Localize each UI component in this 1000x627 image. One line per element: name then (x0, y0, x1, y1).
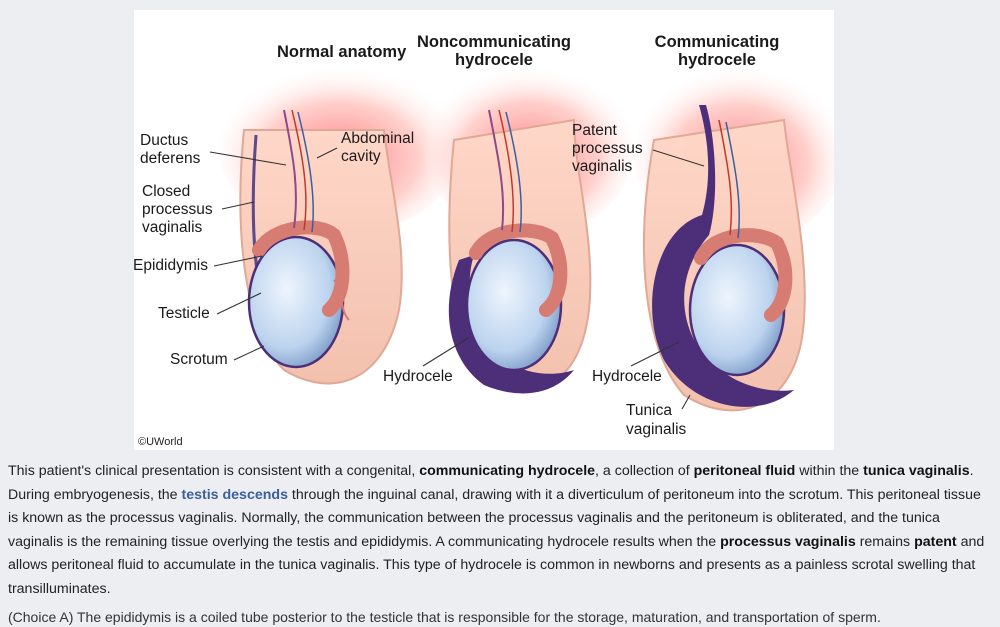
explanation-seg-8: through the inguinal canal, drawing with… (8, 486, 981, 550)
panel-noncommunicating-hydrocele (424, 65, 634, 394)
leader-ductus (209, 151, 287, 166)
label-closed-line3: vaginalis (142, 219, 203, 236)
leader-testicle (216, 292, 262, 315)
title-communicating-line2: hydrocele (678, 51, 756, 69)
label-abdominal-line1: Abdominal (341, 130, 414, 147)
title-communicating-line1: Communicating (655, 33, 780, 51)
explanation-seg-4: within the (795, 463, 864, 479)
explanation-seg-12: and allows peritoneal fluid to accumulat… (8, 533, 985, 597)
panel-normal-anatomy (219, 65, 459, 385)
explanation-seg-6: . During embryogenesis, the (8, 463, 974, 503)
leader-tunica (681, 394, 691, 410)
hydrocele-fluid-noncommunicating (448, 255, 574, 394)
leader-hydrocele-noncommunicating (422, 337, 469, 367)
term-processus-vaginalis: processus vaginalis (720, 533, 856, 550)
explanation-paragraph: This patient's clinical presentation is … (8, 460, 990, 602)
hydrocele-fluid-communicating (652, 105, 794, 407)
explanation-text: This patient's clinical presentation is … (8, 460, 990, 602)
title-normal-anatomy: Normal anatomy (277, 43, 407, 61)
label-closed-line1: Closed (142, 183, 190, 200)
testis-descends-link[interactable]: testis descends (181, 486, 288, 503)
label-patent-line3: vaginalis (572, 158, 633, 175)
term-peritoneal-fluid: peritoneal fluid (693, 463, 796, 479)
explanation-seg-10: remains (855, 533, 915, 550)
label-hydrocele-noncommunicating: Hydrocele (383, 368, 453, 385)
label-tunica-line2: vaginalis (626, 421, 687, 438)
leader-epididymis (213, 255, 263, 267)
leader-patent (652, 149, 705, 167)
explanation-seg-0: This patient's clinical presentation is … (8, 463, 420, 479)
panel-communicating-hydrocele (634, 65, 834, 412)
label-ductus-line2: deferens (140, 150, 201, 167)
copyright-notice: ©UWorld (138, 436, 183, 448)
label-abdominal-line2: cavity (341, 148, 381, 165)
title-noncommunicating-line2: hydrocele (455, 51, 533, 69)
explanation-seg-2: , a collection of (595, 463, 694, 479)
label-patent-line2: processus (572, 140, 643, 157)
anatomy-illustration: Normal anatomy Noncommunicating hydrocel… (134, 33, 834, 438)
term-patent: patent (914, 533, 957, 550)
label-closed-line2: processus (142, 201, 213, 218)
label-epididymis: Epididymis (134, 257, 208, 274)
term-tunica-vaginalis: tunica vaginalis (863, 463, 970, 479)
label-testicle: Testicle (158, 305, 210, 322)
choice-a-partial-line: (Choice A) The epididymis is a coiled tu… (8, 609, 881, 625)
label-tunica-line1: Tunica (626, 402, 672, 419)
label-patent-line1: Patent (572, 122, 618, 139)
label-hydrocele-communicating: Hydrocele (592, 368, 662, 385)
leader-closed (221, 201, 255, 210)
term-communicating-hydrocele: communicating hydrocele (419, 463, 596, 479)
title-noncommunicating-line1: Noncommunicating (417, 33, 571, 51)
label-scrotum: Scrotum (170, 351, 228, 368)
label-ductus-line1: Ductus (140, 132, 188, 149)
leader-abdominal (316, 147, 338, 159)
leader-scrotum (233, 345, 265, 361)
leader-hydrocele-communicating (630, 341, 680, 367)
hydrocele-anatomy-figure: Normal anatomy Noncommunicating hydrocel… (134, 10, 834, 450)
